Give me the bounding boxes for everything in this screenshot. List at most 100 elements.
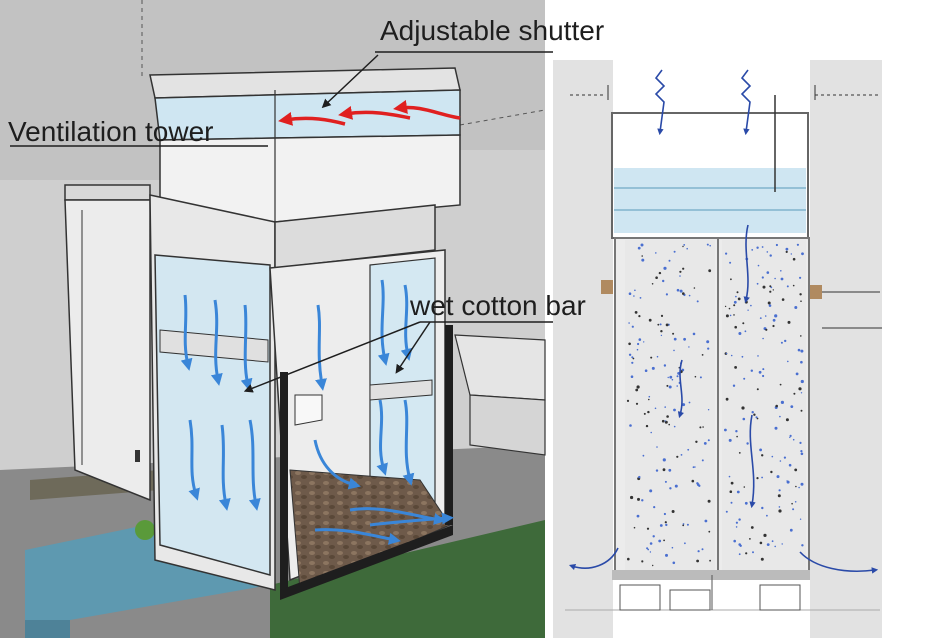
water-droplet [641, 560, 644, 563]
water-droplet [646, 527, 650, 530]
water-droplet [656, 355, 659, 358]
water-droplet [651, 366, 655, 370]
water-droplet [682, 524, 685, 527]
water-droplet [636, 348, 639, 351]
water-droplet [800, 349, 804, 353]
water-droplet [744, 300, 748, 304]
water-droplet [659, 323, 662, 326]
water-droplet [772, 318, 776, 322]
water-droplet [796, 243, 800, 246]
water-droplet [683, 244, 686, 246]
water-droplet [789, 528, 793, 532]
water-droplet [627, 557, 630, 561]
water-droplet [664, 480, 667, 483]
building-3d-render [0, 0, 672, 638]
water-droplet [735, 295, 737, 298]
water-droplet [709, 244, 711, 247]
water-droplet [702, 426, 704, 428]
water-droplet [790, 405, 794, 408]
water-droplet [628, 322, 630, 324]
water-droplet [800, 450, 803, 453]
water-droplet [657, 323, 660, 326]
water-droplet [766, 543, 770, 546]
water-droplet [794, 468, 798, 472]
water-droplet [728, 438, 732, 442]
water-droplet [799, 441, 802, 444]
water-droplet [747, 309, 749, 311]
water-droplet [758, 370, 762, 374]
airflow-arrow [248, 419, 261, 511]
water-droplet [691, 479, 695, 483]
ventilation-tower-label: Ventilation tower [8, 116, 214, 147]
water-droplet [664, 406, 666, 408]
water-droplet [735, 526, 738, 528]
water-droplet [785, 250, 788, 253]
water-droplet [776, 475, 780, 479]
water-droplet [641, 255, 643, 257]
water-droplet [688, 401, 691, 404]
water-droplet [767, 301, 771, 305]
water-droplet [655, 252, 657, 254]
water-droplet [744, 330, 747, 333]
water-droplet [648, 318, 652, 322]
water-droplet [792, 508, 795, 511]
water-droplet [745, 552, 748, 555]
water-droplet [654, 407, 657, 410]
water-droplet [673, 425, 676, 428]
water-droplet [665, 293, 669, 296]
glass-wall-left [154, 254, 271, 576]
water-droplet [801, 544, 804, 547]
water-droplet [671, 546, 674, 549]
water-droplet [633, 295, 635, 297]
water-droplet [769, 254, 772, 257]
water-droplet [658, 539, 662, 543]
water-droplet [682, 523, 685, 525]
water-droplet [682, 245, 684, 248]
water-droplet [655, 469, 659, 472]
water-droplet [699, 376, 702, 379]
water-droplet [760, 557, 764, 561]
water-droplet [756, 246, 759, 249]
water-droplet [738, 332, 742, 335]
water-droplet [778, 506, 781, 508]
water-droplet [757, 355, 759, 357]
section-base-details [619, 575, 801, 611]
water-droplet [630, 495, 634, 500]
water-droplet [738, 518, 741, 521]
water-droplet [642, 454, 645, 457]
water-droplet [791, 502, 793, 505]
airflow-arrow [377, 279, 390, 366]
water-droplet [738, 553, 741, 556]
water-droplet [792, 257, 796, 261]
water-droplet [707, 409, 710, 411]
water-droplet [774, 545, 776, 548]
water-droplet [734, 325, 737, 329]
airflow-arrow [240, 304, 253, 391]
water-droplet [652, 564, 654, 567]
water-droplet [787, 320, 791, 324]
water-droplet [736, 490, 740, 494]
water-droplet [784, 339, 787, 343]
water-droplet [769, 290, 772, 293]
water-droplet [775, 243, 779, 247]
water-droplet [696, 300, 699, 303]
water-droplet [800, 300, 802, 303]
water-droplet [741, 355, 744, 358]
water-droplet [696, 559, 699, 563]
water-droplet [671, 378, 674, 381]
water-droplet [645, 424, 649, 428]
water-droplet [630, 375, 634, 379]
water-droplets [626, 243, 804, 567]
water-droplet [704, 519, 708, 523]
water-droplet [799, 276, 802, 279]
airflow-arrow [315, 304, 327, 391]
water-droplet [628, 353, 632, 356]
water-droplet [750, 369, 753, 372]
water-droplet [783, 456, 787, 459]
water-droplet [707, 499, 711, 503]
water-droplet [779, 383, 782, 386]
base-detail [759, 584, 801, 611]
water-droplet [734, 366, 737, 369]
water-droplet [785, 247, 789, 251]
section-floor [612, 570, 810, 580]
